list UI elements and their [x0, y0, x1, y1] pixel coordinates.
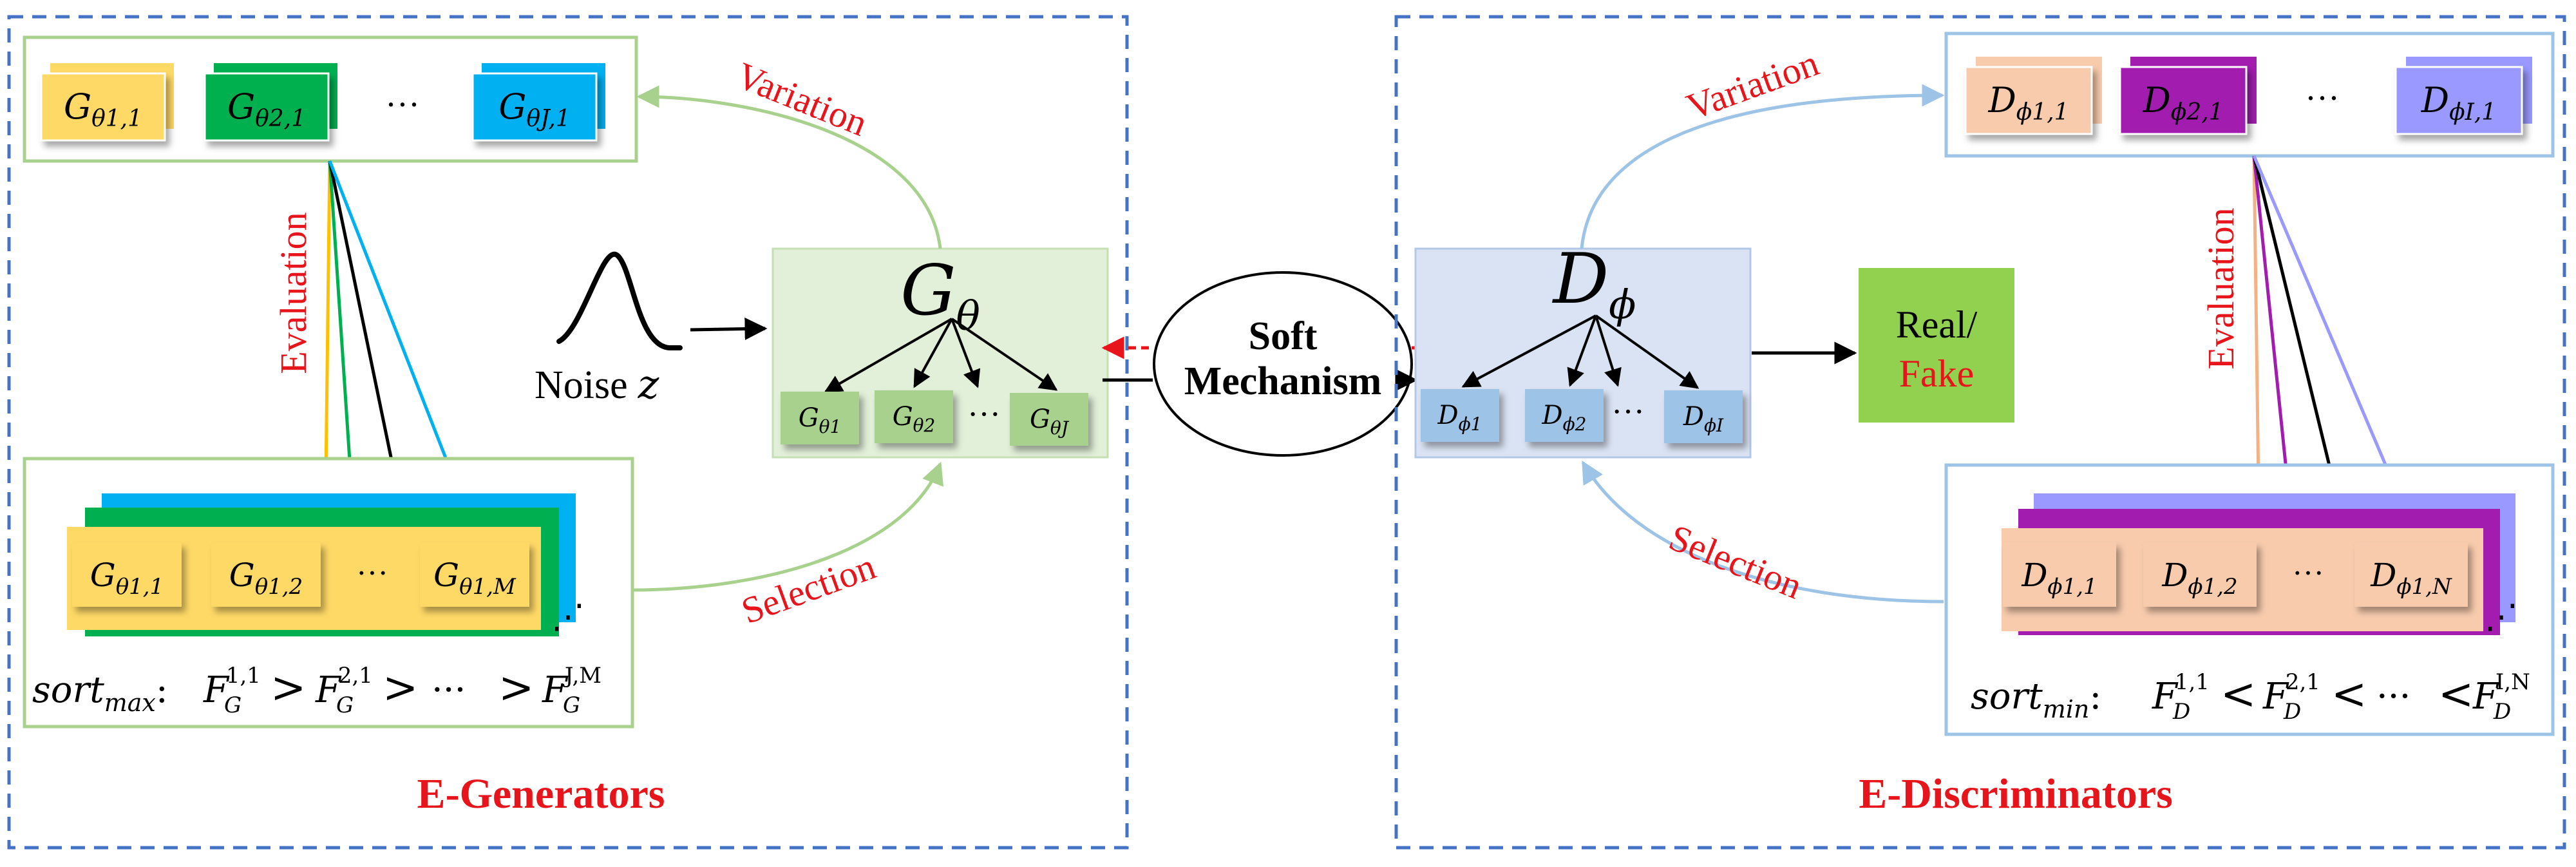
discriminator-top-card-3: DϕI,1	[2394, 57, 2532, 135]
generator-child-1: Gθ1	[781, 392, 859, 444]
svg-text:Dϕ1,N: Dϕ1,N	[2370, 557, 2452, 600]
svg-text:Gθ1: Gθ1	[799, 403, 842, 437]
ellipsis: ···	[1611, 394, 1645, 430]
fake-label: Fake	[1899, 352, 1975, 395]
variation-arrow-right	[1580, 84, 1945, 249]
svg-text:Dϕ1,1: Dϕ1,1	[1987, 80, 2069, 126]
ellipsis: ···	[385, 85, 420, 124]
generator-bottom-card-1: Gθ1,1	[72, 542, 182, 607]
evaluation-label-left: Evaluation	[272, 212, 314, 374]
selection-arrow-left	[633, 461, 943, 592]
ellipsis: ···	[356, 555, 388, 591]
generator-top-card-1: Gθ1,1	[40, 63, 174, 142]
e-discriminators-panel	[1394, 15, 2566, 850]
card-subscript: ϕ1,N	[2396, 574, 2452, 600]
generator-child-2: Gθ2	[875, 390, 953, 443]
variation-label-right: Variation	[1681, 42, 1824, 128]
variation-arrow-left	[636, 85, 942, 249]
generator-child-3: GθJ	[1010, 393, 1088, 446]
soft-mechanism-line2: Mechanism	[1184, 359, 1382, 403]
svg-text:Gθ2: Gθ2	[893, 402, 936, 436]
stack-dots: ⋰	[2485, 599, 2518, 636]
discriminator-bottom-card-2: Dϕ1,2	[2143, 542, 2257, 607]
card-subscript: ϕ1,1	[2047, 574, 2097, 600]
card-subscript: θJ,1	[526, 106, 570, 132]
discriminator-bottom-card-3: Dϕ1,N	[2354, 542, 2468, 607]
card-subscript: θ1,1	[116, 574, 164, 600]
discriminator-top-card-2: Dϕ2,1	[2119, 57, 2257, 135]
discriminator-bottom-card-1: Dϕ1,1	[2003, 542, 2116, 607]
selection-arrow-right	[1581, 460, 1944, 604]
svg-text:DϕI,1: DϕI,1	[2421, 80, 2496, 126]
svg-text:Gθ2,1: Gθ2,1	[227, 86, 306, 132]
svg-text:DϕI: DϕI	[1683, 402, 1724, 436]
discriminator-child-2: Dϕ2	[1525, 389, 1604, 442]
real-fake-output	[1859, 268, 2014, 423]
svg-text:Gθ1,1: Gθ1,1	[64, 86, 142, 132]
svg-text:GθJ: GθJ	[1030, 405, 1070, 439]
svg-text:Dϕ2: Dϕ2	[1542, 401, 1587, 435]
svg-text:Gθ1,2: Gθ1,2	[229, 557, 303, 600]
real-label: Real/	[1896, 303, 1978, 346]
ellipsis: ···	[2305, 79, 2340, 117]
selection-label-right: Selection	[1663, 516, 1808, 607]
variation-label-left: Variation	[731, 54, 873, 144]
generator-bottom-card-2: Gθ1,2	[211, 542, 321, 607]
soft-mechanism-line1: Soft	[1249, 314, 1318, 358]
ellipsis: ···	[2292, 555, 2324, 591]
svg-text:Dϕ2,1: Dϕ2,1	[2142, 80, 2223, 126]
svg-text:GθJ,1: GθJ,1	[498, 86, 570, 132]
noise-arrow	[690, 318, 768, 341]
e-generators-panel	[7, 15, 1129, 850]
noise-curve	[556, 251, 683, 350]
discriminator-symbol: Dϕ	[1552, 239, 1636, 328]
e-generators-title: E-Generators	[417, 770, 665, 817]
discriminator-child-1: Dϕ1	[1421, 389, 1499, 442]
card-subscript: ϕ1,1	[2016, 99, 2069, 126]
svg-text:Dϕ1: Dϕ1	[1437, 401, 1482, 435]
discriminator-top-card-1: Dϕ1,1	[1964, 57, 2102, 135]
e-discriminators-title: E-Discriminators	[1859, 770, 2173, 817]
evaluation-label-right: Evaluation	[2200, 207, 2242, 369]
soft-mechanism	[1153, 271, 1413, 457]
generator-top-card-2: Gθ2,1	[204, 63, 337, 142]
card-subscript: θ1,2	[255, 574, 303, 600]
svg-text:Gθ1,M: Gθ1,M	[433, 557, 516, 600]
svg-text:Dϕ1,2: Dϕ1,2	[2161, 557, 2237, 600]
discriminator-child-3: DϕI	[1664, 390, 1743, 443]
svg-text:Dϕ1,1: Dϕ1,1	[2021, 557, 2097, 600]
card-subscript: θ1,M	[459, 574, 516, 600]
generator-symbol: Gθ	[900, 251, 980, 339]
selection-label-left: Selection	[736, 545, 881, 632]
card-subscript: θ2,1	[255, 106, 306, 132]
ellipsis: ···	[967, 396, 1001, 433]
generator-bottom-card-3: Gθ1,M	[420, 542, 529, 607]
stack-dots: ⋰	[551, 599, 585, 636]
generator-top-card-3: GθJ,1	[471, 63, 605, 142]
svg-text:Gθ1,1: Gθ1,1	[90, 557, 164, 600]
card-subscript: θ1,1	[91, 106, 142, 132]
card-subscript: ϕI,1	[2449, 99, 2496, 126]
card-subscript: ϕ1,2	[2188, 574, 2237, 600]
card-subscript: ϕ2,1	[2171, 99, 2224, 126]
